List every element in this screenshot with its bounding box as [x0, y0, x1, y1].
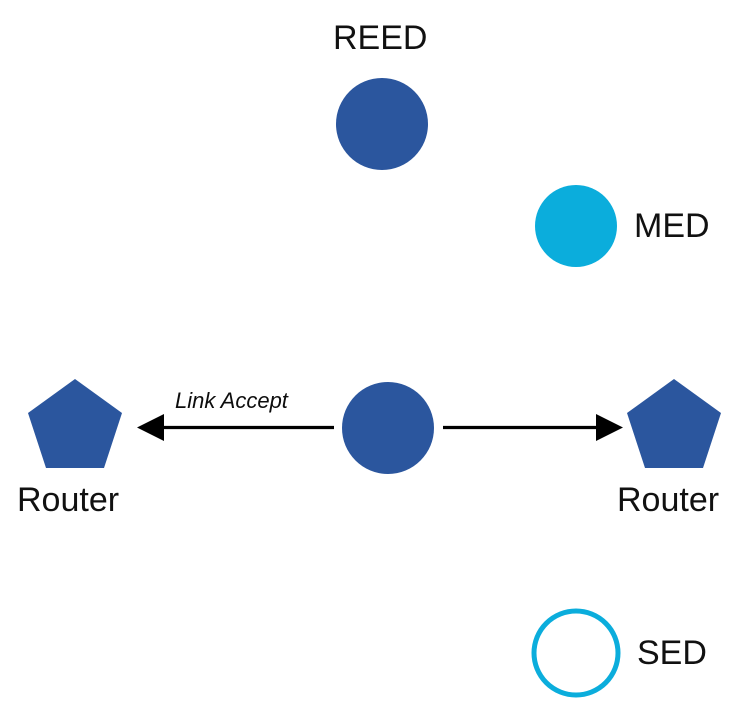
- edge-left-arrowhead: [137, 414, 164, 441]
- node-label-sed: SED: [637, 634, 707, 672]
- node-label-router-right: Router: [617, 481, 720, 519]
- node-router-right-pentagon[interactable]: [627, 379, 721, 468]
- node-label-router-left: Router: [17, 481, 120, 519]
- node-leader-circle[interactable]: [342, 382, 434, 474]
- edge-leader-to-router-right[interactable]: [443, 414, 623, 441]
- node-label-med: MED: [634, 207, 710, 245]
- edge-leader-to-router-left[interactable]: [137, 414, 334, 441]
- node-reed-circle[interactable]: [336, 78, 428, 170]
- node-router-left-pentagon[interactable]: [28, 379, 122, 468]
- node-sed-circle[interactable]: [531, 608, 621, 698]
- node-label-reed: REED: [333, 19, 428, 57]
- node-med-circle[interactable]: [535, 185, 617, 267]
- edge-right-arrowhead: [596, 414, 623, 441]
- edge-label-link-accept: Link Accept: [175, 388, 288, 413]
